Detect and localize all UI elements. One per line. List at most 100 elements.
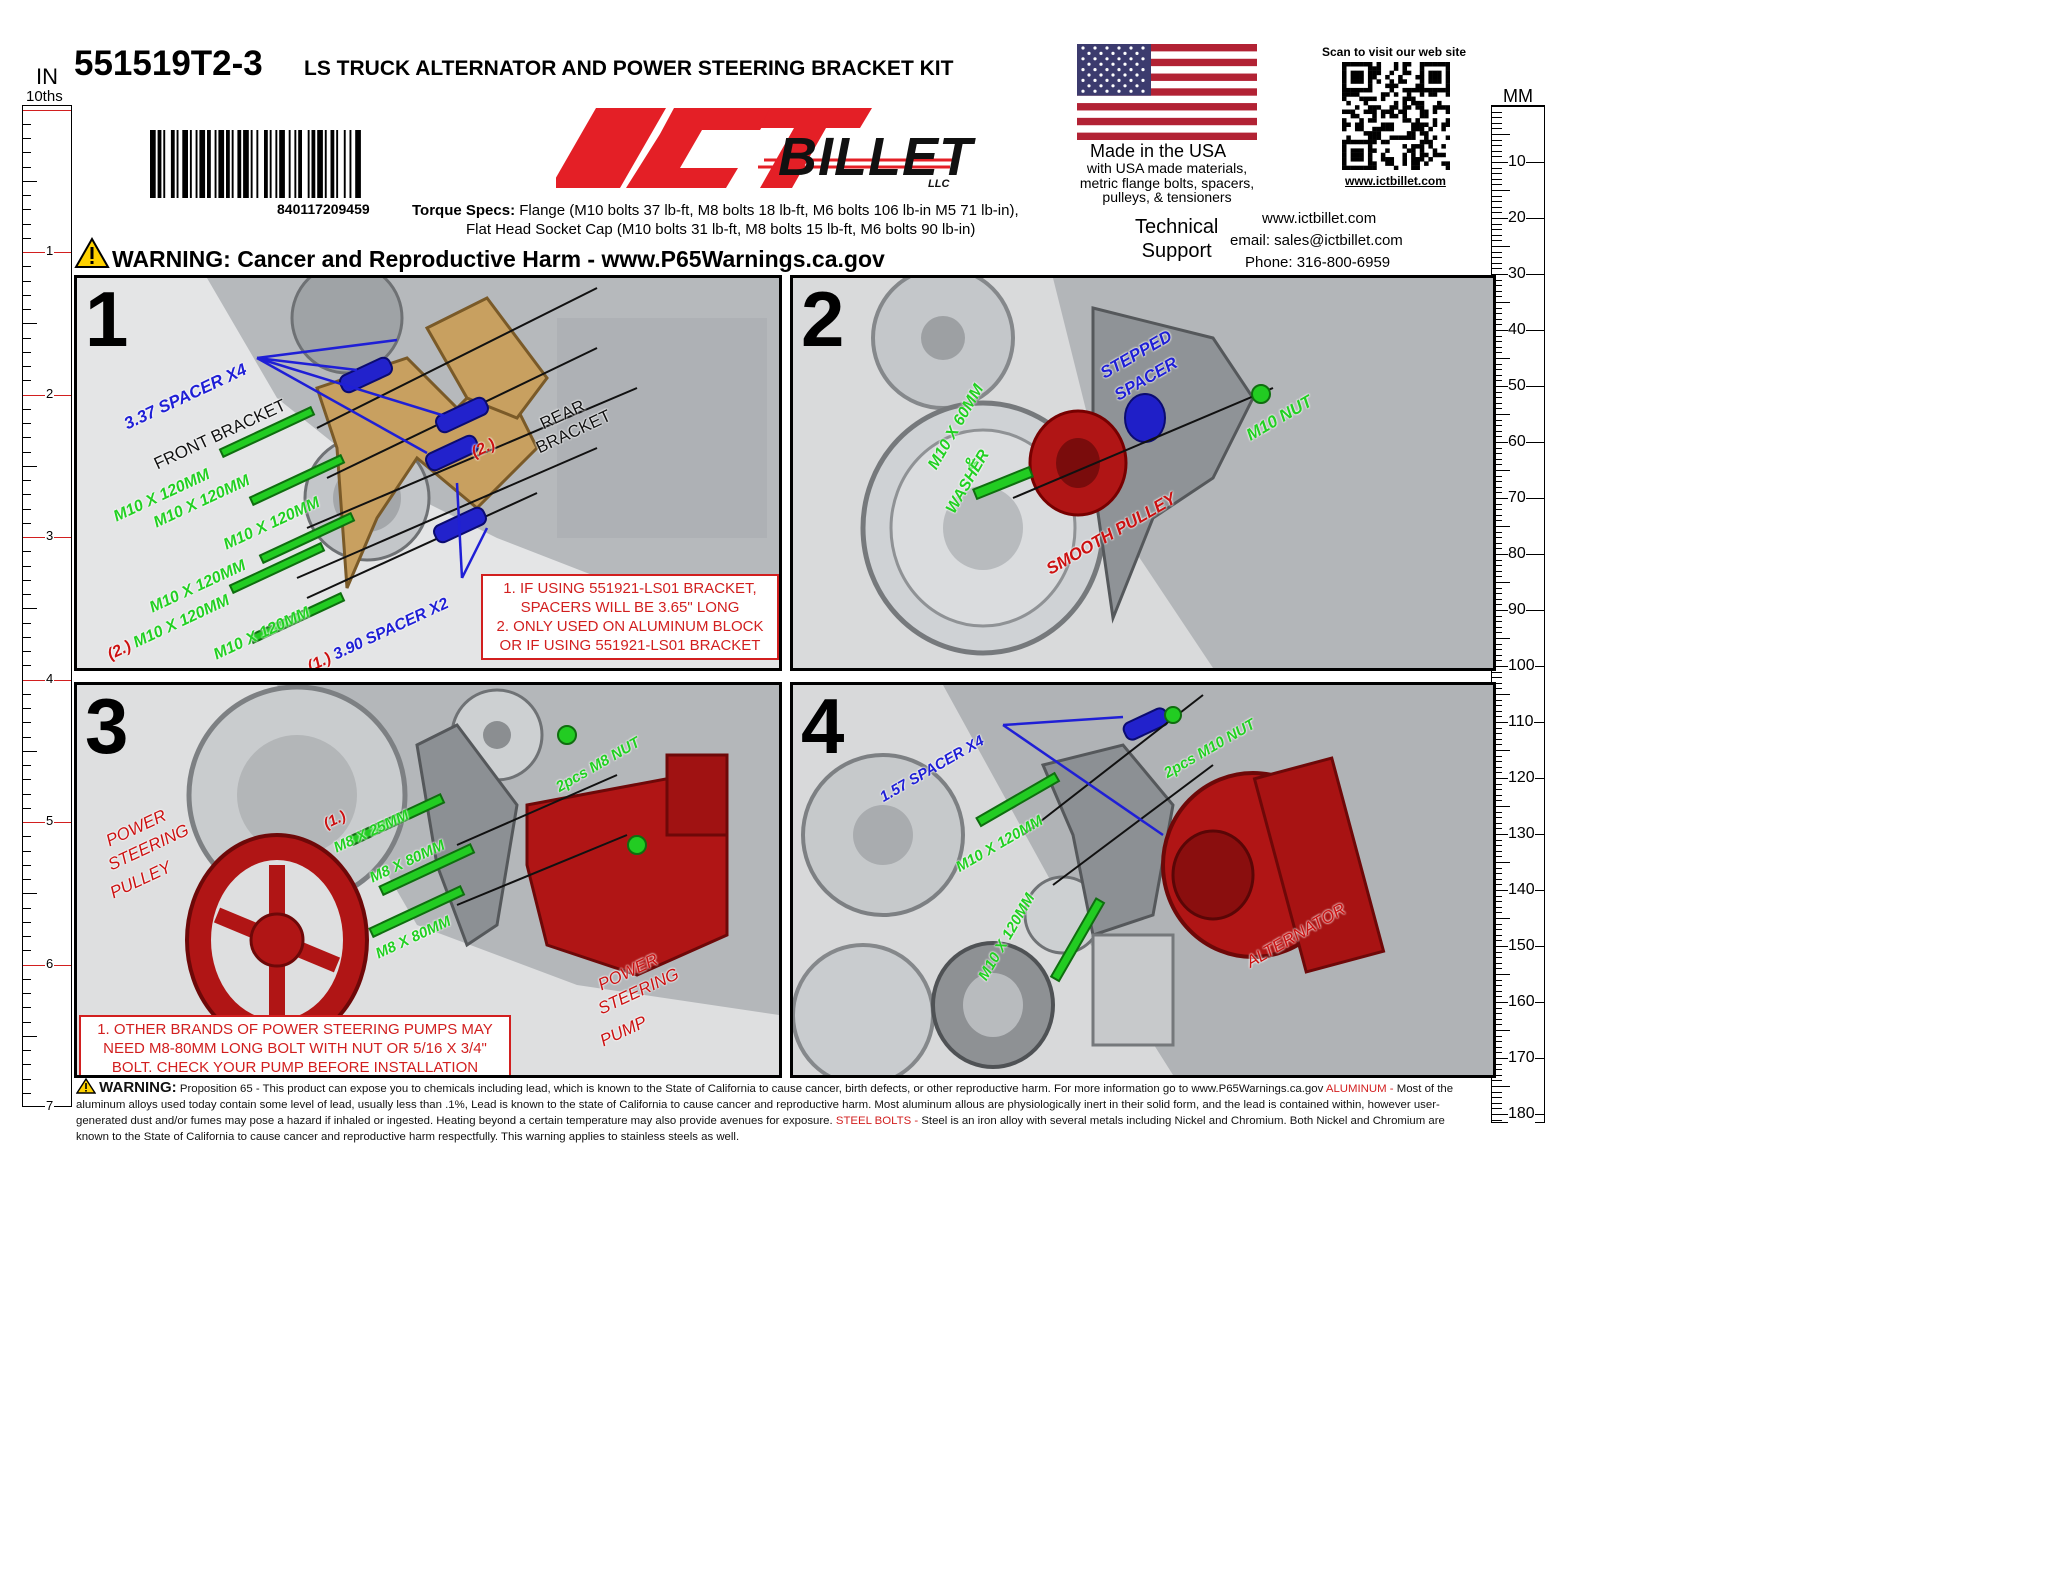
ruler-mm-tick	[1492, 643, 1502, 645]
ruler-minor-tick	[23, 351, 31, 353]
ruler-minor-tick	[23, 665, 31, 667]
ruler-mm-tick	[1492, 951, 1502, 953]
ruler-minor-tick	[23, 793, 31, 795]
ruler-mm-label: 10	[1508, 153, 1526, 171]
ruler-mm-tick	[1492, 122, 1502, 124]
ruler-mm-tick	[1492, 957, 1502, 959]
ruler-mm-label: 60	[1508, 433, 1526, 451]
ruler-mm-tick	[1492, 923, 1502, 925]
ruler-mm-tick	[1492, 229, 1502, 231]
ruler-mm-tick	[1492, 699, 1502, 701]
ruler-mm-label: 70	[1508, 489, 1526, 507]
ruler-mm-tick	[1492, 408, 1502, 410]
ruler-minor-tick	[23, 565, 31, 567]
ruler-minor-tick	[23, 622, 31, 624]
ruler-mm-tick	[1492, 710, 1502, 712]
ruler-mm-tick	[1492, 363, 1502, 365]
ruler-mm-tick	[1492, 604, 1502, 606]
ruler-mm-tick	[1492, 901, 1502, 903]
ruler-minor-tick	[23, 380, 31, 382]
ruler-mm-tick	[1492, 800, 1502, 802]
ruler-minor-tick	[23, 907, 31, 909]
ruler-mm-tick	[1492, 335, 1502, 337]
ruler-mm-tick	[1492, 1041, 1502, 1043]
ruler-mm-tick	[1492, 531, 1502, 533]
ruler-minor-tick	[23, 693, 31, 695]
support-website[interactable]: www.ictbillet.com	[1262, 210, 1377, 227]
ruler-mm-tick	[1492, 117, 1502, 119]
ruler-mm-label: 90	[1508, 601, 1526, 619]
kit-title: LS TRUCK ALTERNATOR AND POWER STEERING B…	[304, 57, 954, 80]
ruler-mm-tick	[1492, 1013, 1502, 1015]
ruler-inch-label: 5	[45, 813, 55, 828]
ruler-minor-tick	[23, 1035, 37, 1037]
qr-code[interactable]	[1342, 62, 1450, 170]
ruler-mm-label: 80	[1508, 545, 1526, 563]
ruler-mm-tick	[1492, 1035, 1502, 1037]
warning-banner[interactable]: WARNING: Cancer and Reproductive Harm - …	[112, 246, 885, 272]
note1-line2: SPACERS WILL BE 3.65" LONG	[520, 599, 740, 616]
ruler-mm-tick	[1492, 358, 1510, 359]
ruler-mm-tick	[1492, 234, 1502, 236]
ruler-mm-tick	[1492, 290, 1502, 292]
ruler-mm-tick	[1492, 173, 1502, 175]
ruler-mm-tick	[1492, 212, 1502, 214]
ruler-mm-tick	[1492, 878, 1502, 880]
ruler-mm-tick	[1492, 251, 1502, 253]
footer-warning-icon	[75, 1077, 97, 1094]
ruler-minor-tick	[23, 750, 37, 752]
ruler-mm-tick	[1492, 139, 1502, 141]
ruler-minor-tick	[23, 651, 31, 652]
ruler-mm-tick	[1492, 621, 1502, 623]
ruler-minor-tick	[23, 152, 31, 154]
ruler-mm-tick	[1492, 1063, 1502, 1065]
footer-steel-text: Steel is an iron alloy with several meta…	[76, 1115, 1445, 1143]
qr-scan-text: Scan to visit our web site	[1322, 45, 1467, 59]
ruler-mm-tick	[1492, 632, 1502, 634]
ruler-mm-tick	[1492, 509, 1502, 511]
ruler-mm-tick	[1492, 929, 1502, 931]
support-email[interactable]: email: sales@ictbillet.com	[1230, 232, 1403, 249]
ruler-mm-tick	[1492, 447, 1502, 449]
qr-url[interactable]: www.ictbillet.com	[1345, 174, 1446, 188]
ruler-inch-label: 7	[45, 1098, 55, 1113]
ruler-minor-tick	[23, 494, 31, 496]
ruler-mm-tick	[1492, 979, 1502, 981]
ruler-minor-tick	[23, 936, 31, 937]
ruler-mm-tick	[1492, 766, 1502, 768]
ruler-minor-tick	[23, 993, 31, 994]
ruler-minor-tick	[23, 223, 31, 225]
ruler-mm-tick	[1492, 436, 1502, 438]
ruler-mm-tick	[1492, 884, 1502, 886]
ruler-minor-tick	[23, 237, 31, 239]
ruler-mm-tick	[1492, 475, 1502, 477]
ruler-minor-tick	[23, 451, 31, 453]
ruler-inch-label: 2	[45, 385, 55, 401]
made-in-usa: Made in the USA	[1090, 141, 1227, 161]
ict-billet-logo: BILLET LLC	[550, 104, 1016, 196]
tech-support-label: Technical Support	[1135, 215, 1218, 263]
ruler-mm-tick	[1492, 1046, 1502, 1048]
ruler-mm-label: 150	[1508, 937, 1535, 955]
ruler-mm-tick	[1492, 346, 1502, 348]
ruler-mm-tick	[1492, 324, 1502, 326]
ruler-minor-tick	[23, 779, 31, 781]
ruler-minor-tick	[23, 209, 31, 211]
ruler-mm-tick	[1492, 111, 1502, 113]
ruler-minor-tick	[23, 978, 31, 980]
torque-specs-line1: Torque Specs: Flange (M10 bolts 37 lb-ft…	[412, 202, 1019, 219]
part-number: 551519T2-3	[74, 44, 263, 83]
ruler-mm-tick	[1492, 548, 1502, 550]
ruler-mm-tick	[1492, 716, 1502, 718]
ruler-mm-tick	[1492, 694, 1510, 695]
ruler-minor-tick	[23, 1050, 31, 1051]
ruler-mm-tick	[1492, 307, 1502, 309]
ruler-mm-label: 160	[1508, 993, 1535, 1011]
ruler-mm-label: 110	[1508, 713, 1534, 731]
ruler-mm-tick	[1492, 598, 1502, 600]
ruler-mm-tick	[1492, 906, 1502, 908]
ruler-minor-tick	[23, 408, 31, 410]
ruler-mm-tick	[1492, 895, 1502, 897]
usa-line2: metric flange bolts, spacers,	[1079, 175, 1255, 191]
